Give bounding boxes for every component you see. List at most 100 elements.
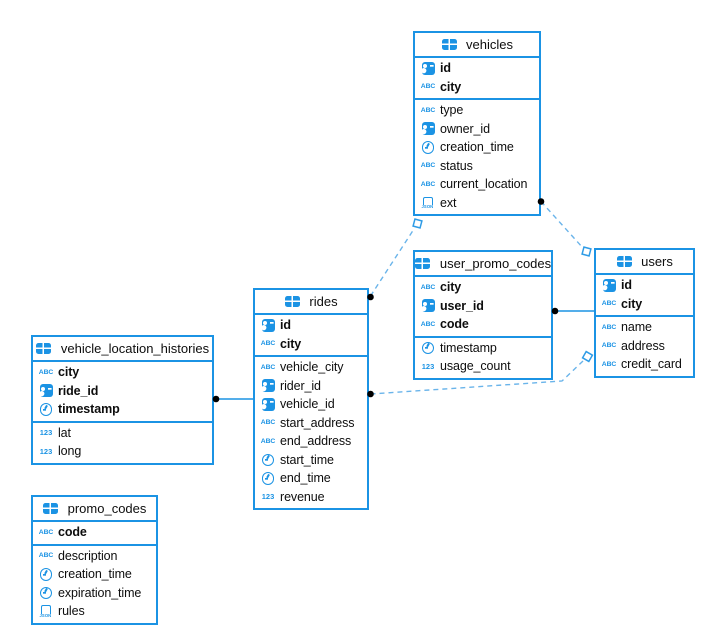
column-row: user_id [415, 297, 551, 316]
number-type-icon [260, 490, 276, 504]
string-type-icon [601, 357, 617, 371]
timestamp-type-icon [260, 453, 276, 467]
columns-section: name address credit_card [596, 317, 693, 376]
column-row: lat [33, 424, 212, 443]
identifier-type-icon [420, 61, 436, 75]
table-vehicle-location-histories[interactable]: vehicle_location_histories city ride_id … [31, 335, 214, 465]
relation-diamond-marker [581, 350, 594, 363]
identifier-type-icon [601, 278, 617, 292]
column-name: ride_id [58, 383, 99, 398]
column-name: credit_card [621, 357, 682, 372]
column-name: user_id [440, 298, 484, 313]
column-name: status [440, 158, 473, 173]
column-row: ext [415, 194, 539, 213]
column-name: start_address [280, 415, 355, 430]
columns-section: vehicle_city rider_id vehicle_id start_a… [255, 357, 367, 508]
column-name: id [440, 61, 451, 76]
column-row: start_time [255, 451, 367, 470]
table-users[interactable]: users id city name address credi [594, 248, 695, 378]
string-type-icon [260, 337, 276, 351]
string-type-icon [420, 317, 436, 331]
column-row: name [596, 318, 693, 337]
column-name: city [440, 79, 462, 94]
identifier-type-icon [420, 299, 436, 313]
column-name: description [58, 548, 118, 563]
string-type-icon [260, 416, 276, 430]
column-row: creation_time [415, 138, 539, 157]
column-name: long [58, 444, 82, 459]
string-type-icon [601, 297, 617, 311]
column-row: id [415, 59, 539, 78]
column-row: usage_count [415, 357, 551, 376]
column-row: credit_card [596, 355, 693, 374]
timestamp-type-icon [38, 567, 54, 581]
timestamp-type-icon [420, 341, 436, 355]
column-name: revenue [280, 489, 325, 504]
table-header-promo-codes[interactable]: promo_codes [33, 497, 156, 522]
identifier-type-icon [260, 318, 276, 332]
column-name: id [621, 278, 632, 293]
table-header-vehicle-location-histories[interactable]: vehicle_location_histories [33, 337, 212, 362]
timestamp-type-icon [260, 471, 276, 485]
table-name: rides [309, 294, 338, 309]
table-name: vehicle_location_histories [60, 341, 210, 356]
column-name: name [621, 320, 652, 335]
number-type-icon [38, 426, 54, 440]
string-type-icon [38, 549, 54, 563]
column-row: start_address [255, 414, 367, 433]
column-name: city [58, 365, 80, 380]
column-row: current_location [415, 175, 539, 194]
relation-diamond-marker [412, 218, 423, 229]
column-name: code [440, 317, 469, 332]
relation-line-rides-vehicles[interactable] [369, 228, 415, 297]
table-header-user-promo-codes[interactable]: user_promo_codes [415, 252, 551, 277]
column-row: rider_id [255, 377, 367, 396]
relation-diamond-marker [581, 246, 592, 257]
column-row: end_address [255, 432, 367, 451]
table-icon [284, 295, 300, 309]
table-icon [616, 255, 632, 269]
column-row: id [255, 316, 367, 335]
column-name: ext [440, 195, 457, 210]
relation-line-vehicles-users[interactable] [540, 201, 584, 249]
column-row: end_time [255, 469, 367, 488]
column-name: rules [58, 604, 85, 619]
string-type-icon [601, 320, 617, 334]
column-name: end_address [280, 434, 352, 449]
table-user-promo-codes[interactable]: user_promo_codes city user_id code times… [413, 250, 553, 380]
column-name: code [58, 525, 87, 540]
column-name: city [280, 336, 302, 351]
string-type-icon [601, 339, 617, 353]
string-type-icon [260, 434, 276, 448]
column-row: ride_id [33, 382, 212, 401]
column-row: revenue [255, 488, 367, 507]
table-header-users[interactable]: users [596, 250, 693, 275]
column-row: code [415, 315, 551, 334]
columns-section: lat long [33, 423, 212, 463]
column-name: creation_time [58, 567, 132, 582]
table-vehicles[interactable]: vehicles id city type owner_id c [413, 31, 541, 216]
column-name: creation_time [440, 140, 514, 155]
string-type-icon [38, 365, 54, 379]
column-name: timestamp [58, 402, 120, 417]
primary-key-section: city user_id code [415, 277, 551, 338]
table-rides[interactable]: rides id city vehicle_city rider_id [253, 288, 369, 510]
column-name: expiration_time [58, 585, 142, 600]
string-type-icon [420, 280, 436, 294]
column-name: timestamp [440, 340, 497, 355]
table-icon [43, 502, 59, 516]
column-row: code [33, 523, 156, 542]
column-row: expiration_time [33, 584, 156, 603]
json-type-icon [420, 196, 436, 210]
table-icon [415, 257, 431, 271]
column-row: timestamp [415, 339, 551, 358]
string-type-icon [420, 80, 436, 94]
table-header-rides[interactable]: rides [255, 290, 367, 315]
column-row: rules [33, 602, 156, 621]
table-header-vehicles[interactable]: vehicles [415, 33, 539, 58]
number-type-icon [420, 359, 436, 373]
table-promo-codes[interactable]: promo_codes code description creation_ti… [31, 495, 158, 625]
table-name: users [641, 254, 673, 269]
identifier-type-icon [420, 122, 436, 136]
